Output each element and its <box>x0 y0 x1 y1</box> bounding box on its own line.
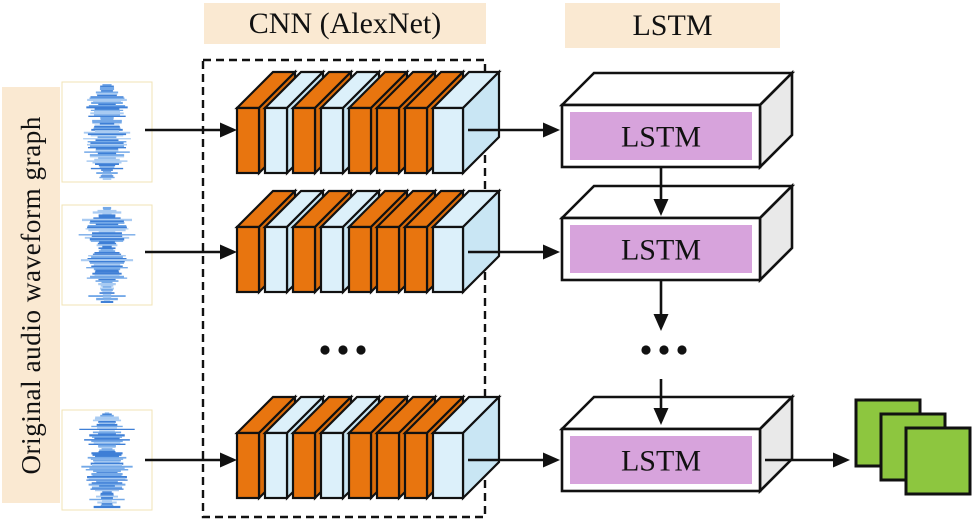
lstm-block-label: LSTM <box>621 445 701 478</box>
ellipsis <box>320 345 366 355</box>
arrow-down <box>653 280 669 331</box>
ellipsis-dot <box>659 345 669 355</box>
arrow-head <box>220 244 237 260</box>
slab-front-face <box>431 225 465 294</box>
slab-front-face <box>263 106 289 175</box>
flow-arrows <box>145 122 850 468</box>
slab-front-face <box>403 431 429 500</box>
arrow-right <box>468 122 560 138</box>
arrow-head <box>653 199 669 216</box>
slab-front-face <box>235 106 261 175</box>
cnn-header: CNN (AlexNet) <box>204 3 486 44</box>
slab-front-face <box>403 106 429 175</box>
cnn-slab-pool <box>430 188 502 295</box>
slab-front-face <box>347 431 373 500</box>
slab-front-face <box>263 225 289 294</box>
lstm-block-label: LSTM <box>621 234 701 267</box>
lstm-top-face <box>558 395 796 431</box>
lstm-top-face <box>558 71 796 107</box>
lstm-block-label: LSTM <box>621 121 701 154</box>
output-feature-maps <box>854 398 972 496</box>
slab-front-face <box>375 225 401 294</box>
ellipsis-dots <box>320 345 687 355</box>
cnn-conv-stack-row <box>234 188 502 295</box>
slab-front-face <box>291 106 317 175</box>
slab-front-face <box>291 225 317 294</box>
arrow-down <box>653 379 669 425</box>
lstm-header: LSTM <box>565 3 780 48</box>
slab-front-face <box>403 225 429 294</box>
slab-front-face <box>347 106 373 175</box>
lstm-block: LSTM <box>558 393 796 495</box>
ellipsis-dot <box>338 345 348 355</box>
arrow-right <box>468 244 560 260</box>
arrow-right <box>145 122 237 138</box>
arrow-head <box>543 122 560 138</box>
slab-front-face <box>235 225 261 294</box>
lstm-block: LSTM <box>558 69 796 171</box>
arrow-head <box>220 122 237 138</box>
slab-front-face <box>375 106 401 175</box>
cnn-conv-stack-row <box>234 69 502 176</box>
slab-front-face <box>375 431 401 500</box>
slab-front-face <box>431 431 465 500</box>
cnn-dashed-box <box>201 58 487 519</box>
slab-front-face <box>291 431 317 500</box>
arrow-head <box>543 244 560 260</box>
cnn-slab-pool <box>430 394 502 501</box>
cnn-dashed-border <box>201 58 487 519</box>
feature-map-square <box>904 426 972 496</box>
ellipsis <box>641 345 687 355</box>
arrow-head <box>543 452 560 468</box>
ellipsis-dot <box>320 345 330 355</box>
arrow-head <box>653 408 669 425</box>
arrow-right <box>145 244 237 260</box>
arrow-right <box>765 452 850 468</box>
lstm-blocks: LSTM LSTM LSTM <box>558 69 796 495</box>
lstm-cell-panel <box>570 225 752 273</box>
slab-front-face <box>319 431 345 500</box>
arrow-head <box>833 452 850 468</box>
arrow-head <box>220 452 237 468</box>
ellipsis-dot <box>641 345 651 355</box>
waveform-thumbnail <box>61 81 153 183</box>
cnn-layer-stacks <box>234 69 502 501</box>
slab-front-face <box>319 106 345 175</box>
waveform-thumbnail <box>61 409 153 511</box>
waveform-thumbnails <box>61 81 153 511</box>
arrow-down <box>653 167 669 216</box>
cnn-conv-stack-row <box>234 394 502 501</box>
left-panel: Original audio waveform graph <box>2 87 60 503</box>
arrow-right <box>145 452 237 468</box>
slab-front-face <box>319 225 345 294</box>
slab-front-face <box>347 225 373 294</box>
slab-front-face <box>235 431 261 500</box>
lstm-cell-panel <box>570 112 752 160</box>
arrow-right <box>468 452 560 468</box>
waveform-thumbnail <box>61 204 153 306</box>
slab-front-face <box>263 431 289 500</box>
ellipsis-dot <box>677 345 687 355</box>
slab-front-face <box>431 106 465 175</box>
lstm-cell-panel <box>570 436 752 484</box>
lstm-top-face <box>558 184 796 220</box>
cnn-slab-pool <box>430 69 502 176</box>
lstm-block: LSTM <box>558 182 796 284</box>
arrow-head <box>653 314 669 331</box>
ellipsis-dot <box>356 345 366 355</box>
